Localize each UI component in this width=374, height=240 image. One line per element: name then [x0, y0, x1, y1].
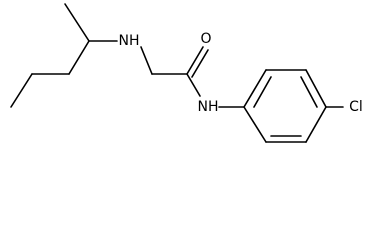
amide-nitrogen-label: NH: [198, 99, 219, 115]
bond-carbonyl-to-amide: [186, 73, 201, 97]
bond-ch-to-propyl: [68, 40, 90, 75]
ring-double-bond-1: [253, 76, 272, 108]
bond-amine-to-ch2: [140, 46, 153, 75]
chlorine-label: Cl: [349, 99, 363, 115]
carbonyl-oxygen-label: O: [200, 31, 211, 47]
chemical-structure: NH O NH Cl: [10, 3, 363, 143]
amine-nitrogen-label: NH: [119, 33, 140, 49]
ring-bond-3: [305, 69, 327, 108]
bond-methyl-to-ch: [64, 3, 90, 42]
ring-double-bond-2: [300, 76, 318, 108]
ring-bond-4: [305, 106, 327, 143]
bond-carbonyl-double-2: [191, 49, 209, 78]
bond-carbonyl-double-1: [186, 46, 204, 75]
bond-propyl-2: [10, 73, 33, 108]
ring-bond-6: [243, 106, 267, 143]
ring-bond-1: [243, 69, 267, 108]
